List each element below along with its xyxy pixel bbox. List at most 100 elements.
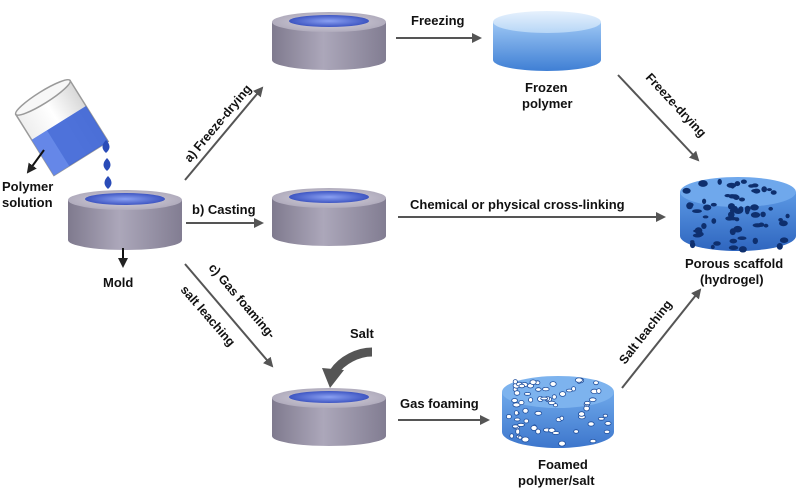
- polymer-pointer-arrow: [26, 149, 45, 174]
- mold: [68, 190, 182, 250]
- foam-bubble: [521, 436, 530, 443]
- scaffold-pore: [717, 178, 722, 185]
- scaffold-pore: [745, 207, 750, 215]
- foam-bubble: [535, 428, 541, 435]
- foam-bubble: [578, 411, 586, 417]
- scaffold-pore: [766, 188, 772, 192]
- scaffold-pore: [692, 233, 703, 238]
- scaffold-pore: [739, 246, 747, 253]
- salt-curved-arrow: [330, 347, 373, 375]
- salt-label: Salt: [350, 326, 375, 341]
- scaffold-pore: [739, 197, 745, 202]
- porous-scaffold-label-2: (hydrogel): [700, 272, 764, 287]
- scaffold-pore: [752, 237, 758, 245]
- beaker-icon: [14, 79, 110, 177]
- scaffold-pore: [694, 227, 703, 235]
- foam-bubble: [593, 380, 599, 386]
- mold-label: Mold: [103, 275, 133, 290]
- scaffold-pore: [686, 202, 693, 210]
- scaffold-pore: [682, 187, 691, 194]
- scaffold-pore: [710, 202, 717, 207]
- foam-bubble: [602, 413, 609, 418]
- porous-scaffold-label-1: Porous scaffold: [685, 256, 783, 271]
- foam-bubble: [518, 383, 525, 389]
- scaffold-pore: [761, 186, 767, 193]
- foam-bubble: [505, 414, 512, 420]
- foamed-label-2: polymer/salt: [518, 473, 595, 488]
- scaffold-pore: [751, 189, 760, 193]
- foam-bubble: [573, 429, 579, 434]
- scaffold-pore: [724, 194, 731, 198]
- scaffold-pore: [758, 222, 765, 227]
- scaffold-pore: [748, 184, 755, 188]
- foam-bubble: [515, 428, 521, 435]
- foam-bubble: [589, 438, 597, 444]
- foam-bubble: [512, 379, 518, 385]
- scaffold-pore: [740, 179, 747, 184]
- foam-bubble: [518, 400, 525, 406]
- foam-bubble: [540, 396, 549, 401]
- foam-bubble: [603, 429, 611, 434]
- mold-salt: [272, 388, 386, 446]
- scaffold-pore: [702, 198, 707, 204]
- scaffold-pore: [770, 190, 777, 195]
- foam-bubble: [559, 391, 567, 397]
- scaffold-pore: [700, 181, 705, 185]
- foam-bubble: [530, 425, 538, 431]
- foam-bubble: [571, 386, 576, 392]
- scaffold-pore: [779, 220, 788, 227]
- scaffold-pore: [703, 204, 712, 211]
- foam-bubble: [523, 392, 532, 396]
- foam-bubble: [574, 377, 583, 383]
- frozen-polymer-label-2: polymer: [522, 96, 573, 111]
- foam-bubble: [604, 421, 612, 426]
- foam-bubble: [596, 388, 602, 394]
- scaffold-pore: [737, 236, 747, 240]
- polymer-solution-label-2: solution: [2, 195, 53, 210]
- foam-bubble: [597, 416, 605, 421]
- mold-freeze: [272, 12, 386, 70]
- foam-bubble: [583, 400, 591, 406]
- route-b-label: b) Casting: [192, 202, 256, 217]
- foam-bubble: [514, 417, 521, 422]
- foam-bubble: [534, 410, 543, 416]
- foam-bubble: [535, 387, 542, 392]
- scaffold-pore: [726, 182, 737, 188]
- crosslinking-label: Chemical or physical cross-linking: [410, 197, 625, 212]
- scaffold-pore: [702, 215, 709, 219]
- scaffold-pore: [710, 244, 715, 250]
- scaffold-pore: [728, 245, 739, 250]
- scaffold-pore: [768, 206, 773, 211]
- route-a-label: a) Freeze-drying: [182, 82, 255, 165]
- foam-bubble: [541, 386, 550, 392]
- scaffold-pore: [728, 217, 738, 221]
- scaffold-pore: [760, 211, 766, 218]
- scaffold-pore: [733, 225, 743, 233]
- foam-bubble: [522, 407, 529, 414]
- foam-bubble: [547, 400, 556, 405]
- foam-bubble: [528, 397, 534, 403]
- foamed-polymer: [502, 376, 614, 448]
- foam-bubble: [587, 421, 595, 427]
- scaffold-pore: [785, 213, 790, 219]
- foam-bubble: [509, 433, 515, 439]
- scaffold-pore: [692, 209, 702, 214]
- frozen-polymer-label-1: Frozen: [525, 80, 568, 95]
- gas-foaming-label: Gas foaming: [400, 396, 479, 411]
- foam-bubble: [514, 410, 519, 416]
- foam-bubble: [523, 418, 529, 424]
- foam-bubble: [513, 390, 521, 396]
- salt-arrow-head: [322, 368, 344, 388]
- scaffold-pore: [779, 237, 789, 243]
- scaffold-pore: [750, 212, 761, 218]
- foamed-label-1: Foamed: [538, 457, 588, 472]
- foam-bubble: [517, 435, 523, 440]
- scaffold-pore: [690, 240, 695, 244]
- arrow-salt-leaching: [621, 288, 702, 389]
- scaffold-pore: [727, 203, 736, 210]
- scaffold-pore: [713, 241, 721, 246]
- scaffold-pore: [728, 211, 735, 218]
- freezing-label: Freezing: [411, 13, 465, 28]
